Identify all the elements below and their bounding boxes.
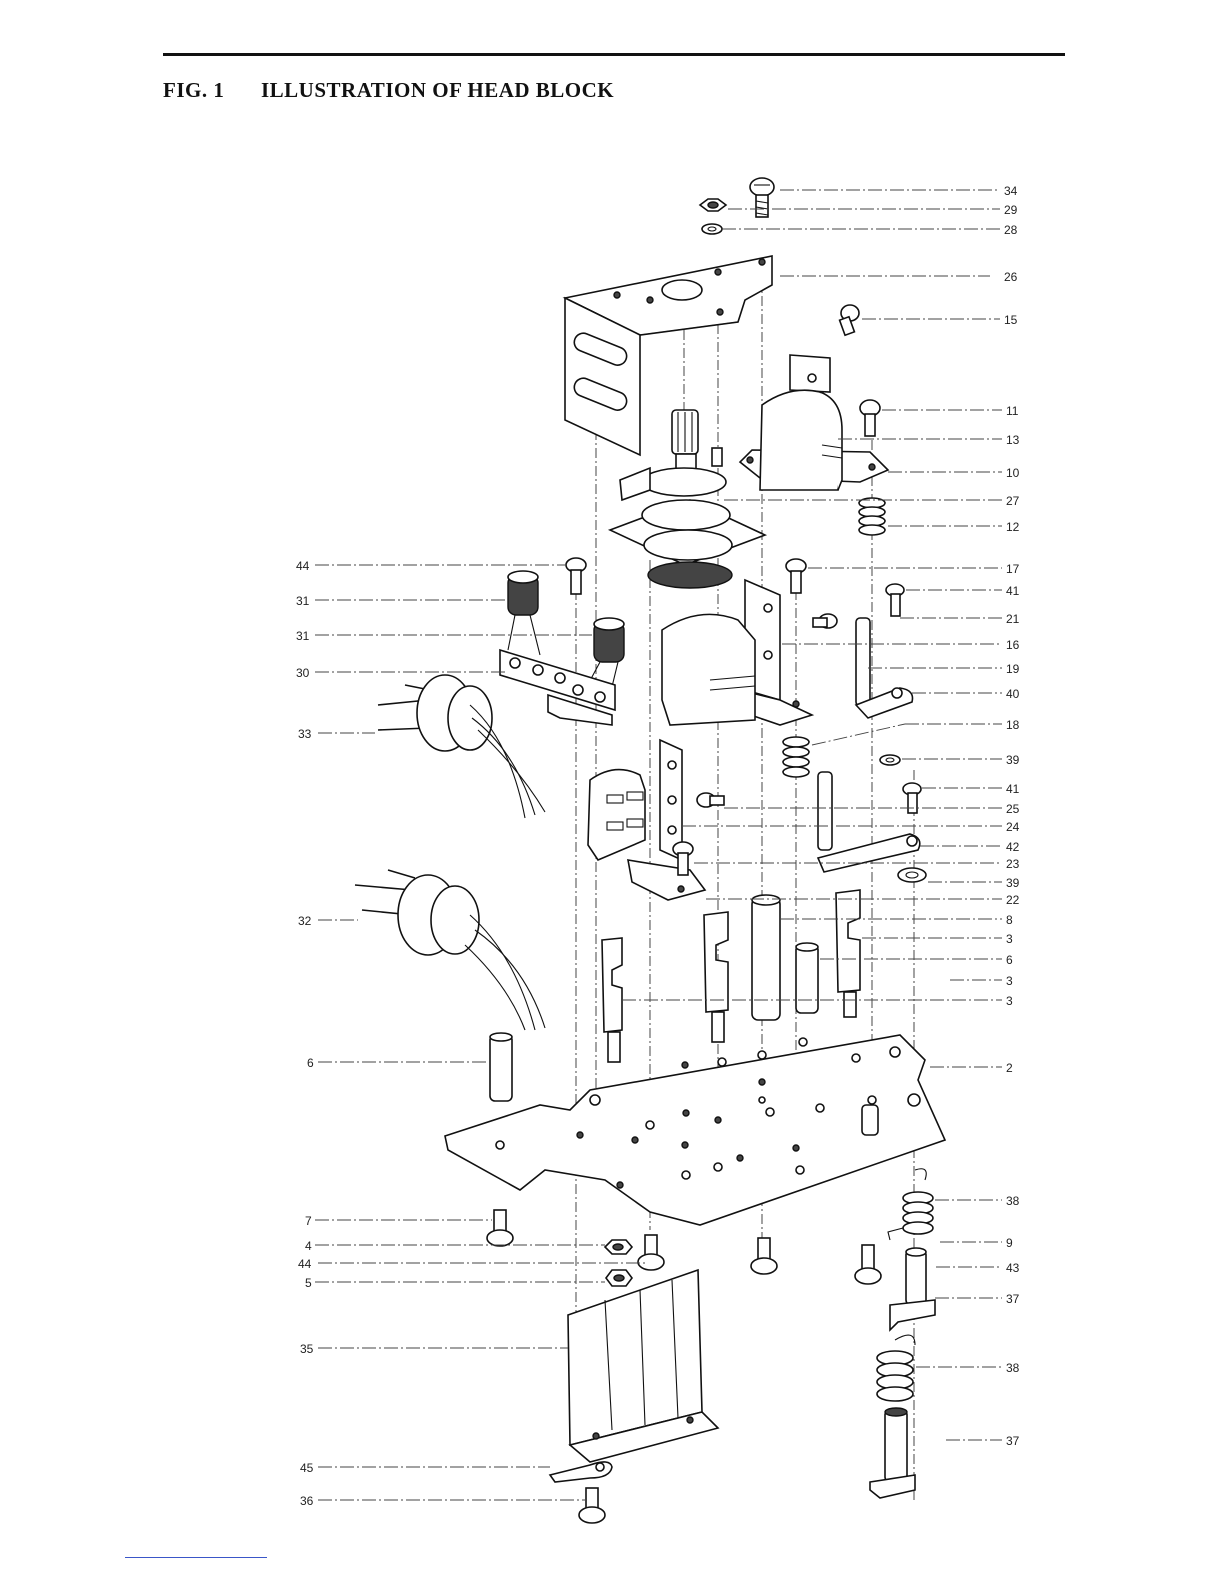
- erase-head-24: [588, 740, 705, 900]
- callout: 36: [300, 1494, 314, 1508]
- spring-12: [859, 498, 885, 535]
- connector-32: [355, 870, 545, 1030]
- callout: 41: [1006, 782, 1020, 796]
- lug-45: [550, 1462, 612, 1482]
- pin-lever-40: [856, 618, 913, 718]
- callout: 6: [1006, 953, 1013, 967]
- callout: 16: [1006, 638, 1020, 652]
- callout: 34: [1004, 184, 1018, 198]
- screw-44-lower: [638, 1235, 664, 1270]
- nut-4: [605, 1240, 632, 1254]
- callout: 39: [1006, 876, 1020, 890]
- guide-post-22: [752, 895, 780, 1020]
- callout: 31: [296, 594, 310, 608]
- callout: 45: [300, 1461, 314, 1475]
- screw-36: [579, 1488, 605, 1523]
- callout: 6: [307, 1056, 314, 1070]
- callout: 26: [1004, 270, 1018, 284]
- callout: 13: [1006, 433, 1020, 447]
- shield-plate-35: [568, 1270, 718, 1462]
- callout: 4: [305, 1239, 312, 1253]
- post-6-lower: [490, 1033, 512, 1101]
- collar-37-lower: [870, 1408, 915, 1498]
- callouts-right: 34 29 28 26 15 11 13 10 27 12 17 41 21 1…: [1004, 184, 1020, 1448]
- screw-7: [487, 1210, 513, 1246]
- callout: 3: [1006, 994, 1013, 1008]
- callout: 23: [1006, 857, 1020, 871]
- callout: 37: [1006, 1292, 1020, 1306]
- screw-11: [860, 400, 880, 436]
- callout: 19: [1006, 662, 1020, 676]
- callout: 32: [298, 914, 312, 928]
- callout: 37: [1006, 1434, 1020, 1448]
- callout: 39: [1006, 753, 1020, 767]
- nut-29: [700, 199, 726, 211]
- screw-15: [840, 305, 859, 335]
- callout: 43: [1006, 1261, 1020, 1275]
- washer-28: [702, 224, 722, 234]
- callout: 38: [1006, 1194, 1020, 1208]
- callout: 29: [1004, 203, 1018, 217]
- callout: 30: [296, 666, 310, 680]
- callout: 27: [1006, 494, 1020, 508]
- base-plate-2: [445, 1035, 945, 1225]
- nut-5: [606, 1270, 632, 1286]
- callout: 17: [1006, 562, 1020, 576]
- spring-38-upper: [888, 1169, 933, 1240]
- washer-39-upper: [880, 755, 900, 765]
- tape-guides-3: [602, 890, 860, 1062]
- callout: 38: [1006, 1361, 1020, 1375]
- callout: 18: [1006, 718, 1020, 732]
- callout: 15: [1004, 313, 1018, 327]
- post-6-upper: [796, 943, 818, 1013]
- callout: 3: [1006, 974, 1013, 988]
- screw-44-upper: [566, 558, 586, 594]
- callout: 7: [305, 1214, 312, 1228]
- top-fasteners: [700, 178, 774, 234]
- pivot-43: [890, 1248, 935, 1330]
- callout: 3: [1006, 932, 1013, 946]
- callout: 22: [1006, 893, 1020, 907]
- screw-right: [855, 1245, 881, 1284]
- callout: 5: [305, 1276, 312, 1290]
- callout: 11: [1006, 404, 1019, 418]
- callout: 10: [1006, 466, 1020, 480]
- screw-center: [751, 1238, 777, 1274]
- bottom-rule: [125, 1557, 267, 1558]
- callout: 42: [1006, 840, 1020, 854]
- spring-18: [783, 737, 809, 777]
- screw-17: [786, 559, 806, 593]
- small-screws: [566, 558, 904, 628]
- callout: 2: [1006, 1061, 1013, 1075]
- callout: 9: [1006, 1236, 1013, 1250]
- screw-41-lower: [903, 783, 921, 813]
- callout: 44: [296, 559, 310, 573]
- callout: 25: [1006, 802, 1020, 816]
- bracket-26: [565, 256, 772, 455]
- screw-34: [750, 178, 774, 217]
- callout: 35: [300, 1342, 314, 1356]
- callout: 24: [1006, 820, 1020, 834]
- connector-33: [378, 675, 545, 818]
- screw-41-upper: [886, 584, 904, 616]
- callout: 41: [1006, 584, 1020, 598]
- callout: 28: [1004, 223, 1018, 237]
- spring-38-lower: [877, 1335, 915, 1401]
- screw-25: [697, 793, 724, 807]
- callouts-left: 44 31 31 30 33 32 6 7 4 44 5 35 45 36: [296, 559, 314, 1508]
- head-assembly-16: [662, 580, 812, 725]
- callout: 40: [1006, 687, 1020, 701]
- callout: 8: [1006, 913, 1013, 927]
- callout: 44: [298, 1257, 312, 1271]
- washer-39-lower: [898, 868, 926, 882]
- callout: 12: [1006, 520, 1020, 534]
- screw-21: [813, 614, 837, 628]
- callout: 31: [296, 629, 310, 643]
- callout: 33: [298, 727, 312, 741]
- callout: 21: [1006, 612, 1020, 626]
